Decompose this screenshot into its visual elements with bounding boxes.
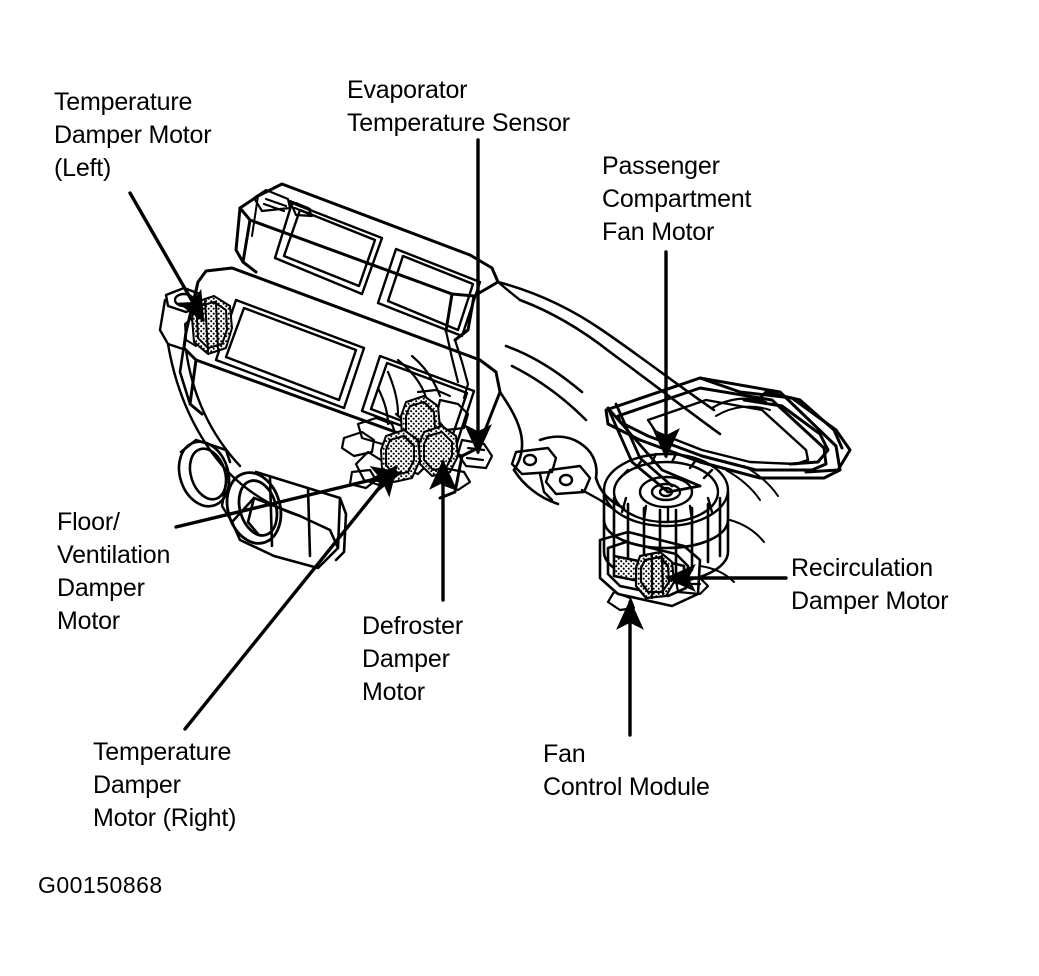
recirculation-damper-motor-body: [634, 550, 676, 600]
dash-mount-brackets: [510, 446, 614, 510]
leader-lines: [128, 138, 788, 737]
case-left-edge: [234, 206, 245, 264]
figure-id-code: G00150868: [38, 872, 163, 898]
callout-evaporator-temperature-sensor: Evaporator Temperature Sensor: [347, 76, 570, 137]
fresh-air-intake-box: [698, 376, 852, 474]
defroster-damper-motor-body: [418, 425, 459, 477]
callout-temperature-damper-motor-left: Temperature Damper Motor (Left): [54, 88, 212, 182]
duct-box-front: [254, 470, 348, 562]
callout-recirculation-damper-motor: Recirculation Damper Motor: [791, 554, 949, 615]
callout-defroster-damper-motor: Defroster Damper Motor: [362, 612, 464, 706]
leader-floor-ventilation-damper-motor: [174, 465, 403, 529]
heater-case-upper-hinge-tab: [252, 188, 314, 218]
callout-passenger-compartment-fan-motor: Passenger Compartment Fan Motor: [602, 152, 752, 246]
heater-case-upper-panels: [273, 201, 482, 338]
air-outlet-collar-rear: [177, 438, 232, 508]
leader-temperature-damper-motor-right: [183, 464, 398, 731]
callout-floor-ventilation-damper-motor: Floor/ Ventilation Damper Motor: [57, 508, 171, 635]
callout-temperature-damper-motor-right: Temperature Damper Motor (Right): [93, 738, 237, 832]
leader-temperature-damper-motor-left: [128, 191, 205, 323]
plenum-detail-strokes: [699, 465, 779, 583]
dash-plenum-body: [496, 280, 722, 436]
callout-fan-control-module: Fan Control Module: [543, 740, 710, 801]
